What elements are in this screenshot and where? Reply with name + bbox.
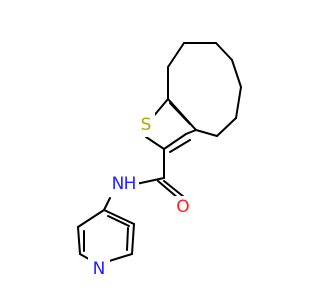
bond-line — [131, 223, 135, 255]
atom-label-bg — [109, 172, 139, 196]
bond-line — [231, 59, 242, 88]
atom-label-n1: N — [112, 174, 125, 194]
bond-line — [195, 129, 218, 137]
bond-line — [235, 86, 242, 119]
bond-line — [185, 129, 197, 135]
bond-line — [157, 180, 179, 199]
bond-line — [145, 136, 165, 150]
bond-line — [107, 215, 130, 227]
bond-line — [169, 102, 191, 125]
bond-line — [167, 42, 185, 68]
bond-line — [105, 253, 133, 263]
bond-line — [103, 197, 111, 211]
atom-label-n2: N — [93, 259, 106, 279]
bond-line — [169, 139, 191, 153]
atom-label-bg — [135, 113, 155, 137]
atom-label-bg — [88, 257, 110, 281]
bond-line — [163, 133, 187, 150]
atom-label-bg — [173, 196, 193, 220]
structure-canvas: S O N H N — [77, 42, 242, 281]
bond-line — [215, 42, 233, 61]
atom-label-n1-hydrogen: H — [124, 174, 137, 194]
bond-line — [77, 209, 105, 228]
atom-label-layer: S O N H N — [88, 113, 193, 281]
bond-line — [126, 227, 129, 251]
bond-line — [216, 117, 237, 137]
bond-line — [163, 180, 185, 198]
bond-line — [77, 226, 81, 255]
atom-label-s1: S — [141, 115, 152, 135]
bond-layer — [77, 42, 242, 263]
atom-label-o1: O — [176, 197, 189, 217]
bond-line — [103, 209, 135, 225]
bond-line — [135, 177, 165, 185]
molecule-diagram: S O N H N — [77, 42, 242, 281]
